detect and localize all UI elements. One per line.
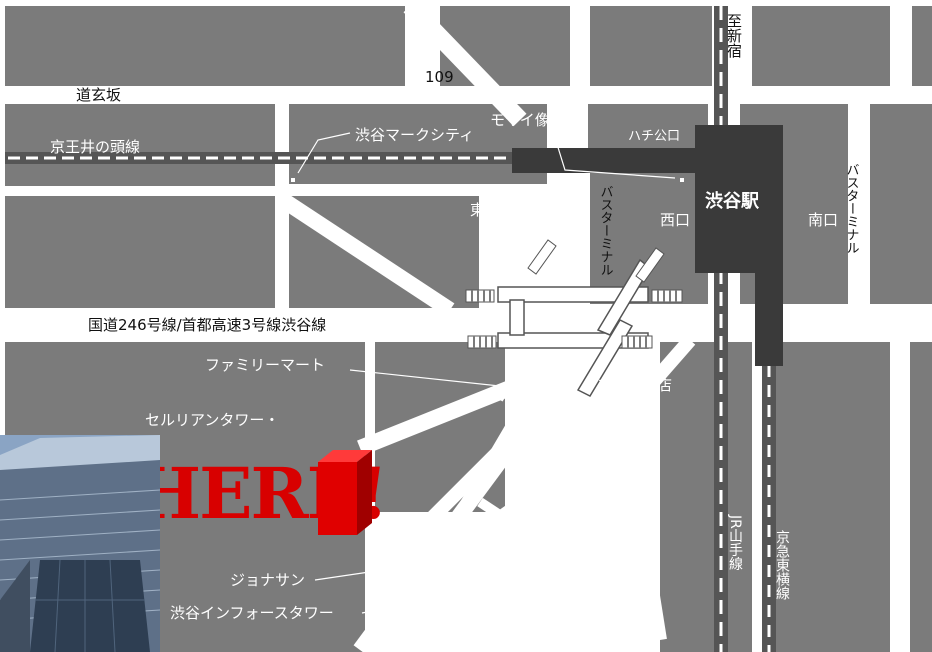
poi-dots	[291, 178, 684, 598]
pedestrian-bridge	[497, 258, 651, 397]
label-dogenzaka: 道玄坂	[76, 86, 121, 104]
roads	[278, 0, 696, 652]
crosswalk-stripes	[471, 290, 677, 348]
red-building-icon	[318, 450, 372, 535]
label-seven-eleven-2: イレブン	[575, 559, 635, 577]
label-west-exit: 西口	[660, 211, 690, 229]
label-keio-line: 京王井の頭線	[50, 138, 140, 156]
label-familymart: ファミリーマート	[205, 356, 325, 374]
bus-terminal-area	[555, 150, 590, 310]
shibuya-station-building	[512, 125, 783, 366]
label-seven-eleven-1: セブン	[545, 537, 590, 555]
building-photo	[0, 435, 161, 652]
label-south-exit: 南口	[808, 211, 838, 229]
label-tokyu-plaza: 東急プラザ	[470, 201, 545, 219]
label-shibuya-station: 渋谷駅	[705, 190, 760, 212]
label-aoi-books: あおい書店	[597, 376, 672, 394]
label-cerulean-tower: セルリアンタワー・	[145, 411, 279, 429]
label-jonathan: ジョナサン	[230, 571, 305, 589]
label-moyai: モヤイ像	[490, 111, 550, 129]
label-to-shinjuku: 至新宿	[725, 13, 743, 58]
label-mark-city: 渋谷マークシティ	[355, 126, 474, 144]
label-route109: 109	[425, 68, 454, 86]
callout-arrows	[297, 127, 676, 614]
label-info-tower: 渋谷インフォースタワー	[170, 604, 334, 622]
toyoko-line	[762, 360, 776, 652]
keio-line	[5, 152, 550, 164]
jr-line	[714, 6, 728, 652]
label-bus-terminal-right: バスターミナル	[844, 163, 860, 254]
label-jr-yamanote: JR山手線	[727, 514, 743, 571]
label-hachi-exit: ハチ公口	[628, 129, 680, 144]
label-bus-terminal-center: バスターミナル	[598, 185, 614, 276]
label-tokyu-toyoko: 京急東横線	[774, 530, 790, 600]
label-route246: 国道246号線/首都高速3号線渋谷線	[88, 316, 326, 334]
